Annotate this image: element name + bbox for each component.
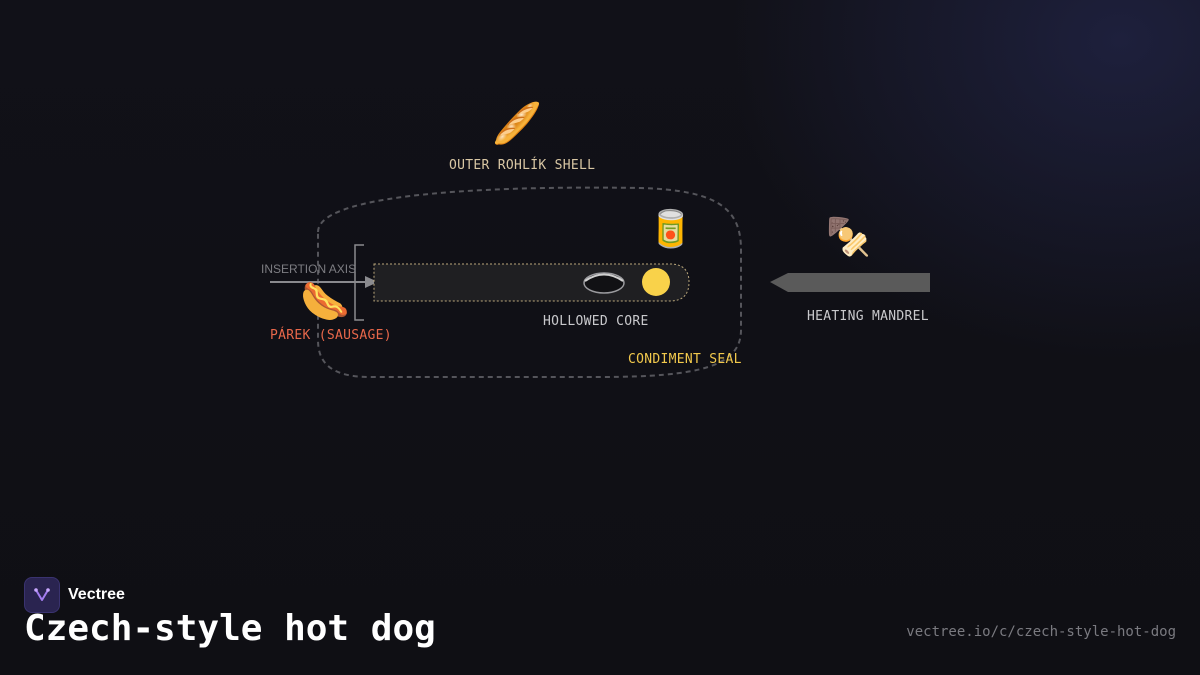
page-url[interactable]: vectree.io/c/czech-style-hot-dog bbox=[906, 624, 1176, 640]
sausage-label: PÁREK (SAUSAGE) bbox=[270, 328, 392, 343]
vectree-logo-icon bbox=[24, 577, 60, 613]
brand: Vectree bbox=[24, 577, 125, 613]
hollowed-core bbox=[373, 263, 690, 302]
heating-mandrel-tip bbox=[770, 273, 788, 292]
outer-shell-boundary bbox=[317, 186, 742, 378]
condiment-seal-dot bbox=[642, 268, 670, 296]
insertion-axis-arrow bbox=[365, 276, 378, 288]
skewer-icon: 🍢 bbox=[826, 217, 871, 258]
bread-icon: 🥖 bbox=[492, 101, 542, 147]
page-title: Czech-style hot dog bbox=[24, 608, 436, 649]
insertion-bracket bbox=[354, 244, 364, 321]
core-cavity bbox=[583, 272, 625, 294]
heating-mandrel-body bbox=[788, 273, 930, 292]
heating-mandrel-label: HEATING MANDREL bbox=[807, 309, 929, 324]
hollowed-core-label: HOLLOWED CORE bbox=[543, 314, 649, 329]
brand-name: Vectree bbox=[68, 586, 125, 603]
can-icon: 🥫 bbox=[648, 209, 693, 250]
insertion-axis-label: INSERTION AXIS bbox=[261, 262, 357, 276]
condiment-seal-label: CONDIMENT SEAL bbox=[628, 352, 742, 367]
hotdog-icon: 🌭 bbox=[300, 279, 350, 325]
core-cavity-rim bbox=[584, 273, 624, 282]
outer-shell-label: OUTER ROHLÍK SHELL bbox=[449, 158, 596, 173]
